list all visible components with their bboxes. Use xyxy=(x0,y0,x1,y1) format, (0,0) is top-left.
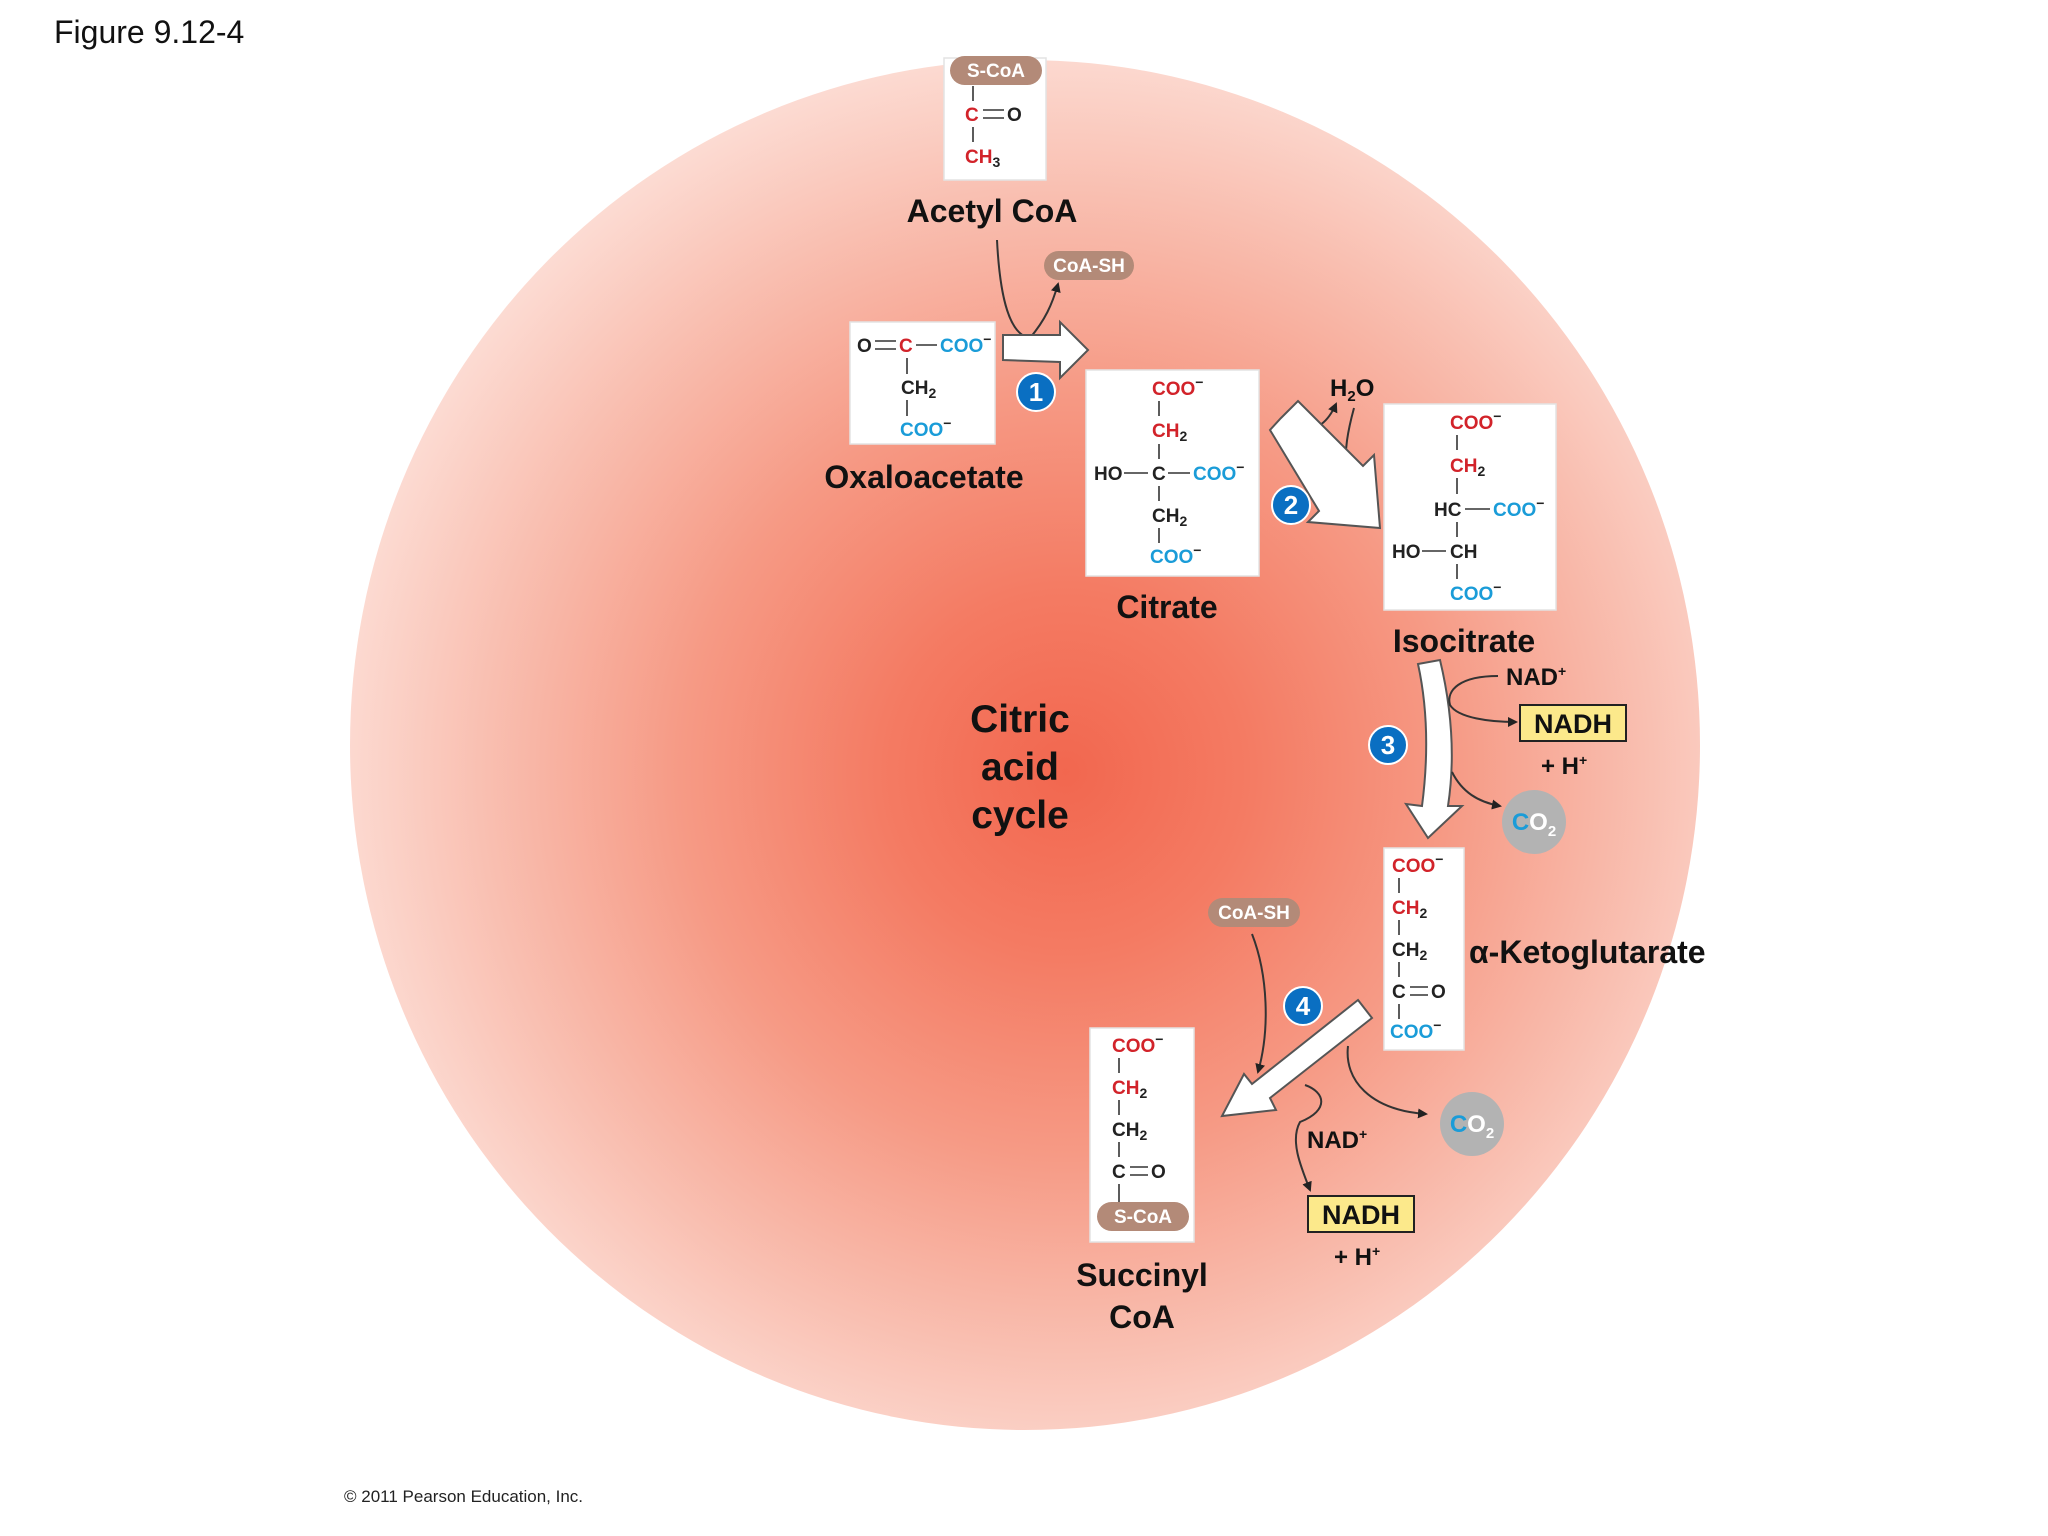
alpha-ketoglutarate-ch2-bottom: CH2 xyxy=(1392,940,1427,963)
oxaloacetate-name: Oxaloacetate xyxy=(824,459,1023,495)
succinyl-coa-s-coa-label: S-CoA xyxy=(1114,1207,1172,1228)
step-3-nad-label: NAD+ xyxy=(1506,663,1566,691)
succinyl-coa-name-line-2: CoA xyxy=(1109,1299,1175,1335)
step-1-reaction-arrow xyxy=(1002,319,1090,381)
succinyl-coa-s-coa-pill xyxy=(1097,1202,1189,1231)
step-4-nadh-label: NADH xyxy=(1322,1200,1400,1230)
step-4-co2-arrow xyxy=(1346,1045,1428,1119)
succinyl-coa-molecule: COO− CH2 CH2 C O S-CoA Succinyl CoA xyxy=(1076,1027,1208,1335)
oxaloacetate-ch2: CH2 xyxy=(901,378,936,401)
oxaloacetate-carbon: C xyxy=(899,336,913,357)
citrate-coo-bottom: COO− xyxy=(1150,542,1201,568)
step-3-co2-label: CO2 xyxy=(1512,809,1556,840)
isocitrate-coo-top: COO− xyxy=(1450,408,1501,434)
cycle-label-line-3: cycle xyxy=(971,794,1069,837)
oxaloacetate-coo-bottom: COO− xyxy=(900,415,951,441)
step-4-badge xyxy=(1283,986,1323,1026)
alpha-ketoglutarate-ch2-top: CH2 xyxy=(1392,898,1427,921)
step-4-co2-circle xyxy=(1440,1092,1504,1156)
step-3-badge xyxy=(1368,725,1408,765)
step-3-co2-circle xyxy=(1502,790,1566,854)
isocitrate-hc: HC xyxy=(1434,500,1462,521)
oxaloacetate-coo-top: COO− xyxy=(940,331,991,357)
alpha-ketoglutarate-structure-box xyxy=(1383,847,1465,1051)
alpha-ketoglutarate-molecule: COO− CH2 CH2 C O COO− α-Ketoglutarate xyxy=(1383,847,1706,1051)
step-4-reaction-arrow xyxy=(1220,998,1374,1118)
step-3-nadh-arrow xyxy=(1448,675,1518,727)
alpha-ketoglutarate-keto-carbon: C xyxy=(1392,982,1406,1003)
step-4-number: 4 xyxy=(1296,991,1311,1021)
citrate-coo-top: COO− xyxy=(1152,374,1203,400)
step-3-co2-arrow xyxy=(1451,771,1502,810)
succinyl-coa-ch2-bottom: CH2 xyxy=(1112,1120,1147,1143)
coa-sh-release-arrow xyxy=(1029,282,1061,339)
citrate-name: Citrate xyxy=(1116,589,1217,625)
cycle-glow-background xyxy=(350,60,1700,1430)
acetyl-coa-s-coa-label: S-CoA xyxy=(967,61,1025,82)
acetyl-coa-carbonyl-carbon: C xyxy=(965,105,979,126)
isocitrate-ch2: CH2 xyxy=(1450,456,1485,479)
acetyl-coa-methyl: CH3 xyxy=(965,147,1000,170)
coa-sh-pill-step-4 xyxy=(1208,898,1300,927)
oxaloacetate-molecule: O C COO− CH2 COO− Oxaloacetate xyxy=(824,321,1024,495)
acetyl-coa-entry-arrow xyxy=(996,239,1031,339)
acetyl-coa-molecule: S-CoA C O CH3 Acetyl CoA xyxy=(907,56,1078,229)
step-4-nad-label: NAD+ xyxy=(1307,1126,1367,1154)
acetyl-coa-name: Acetyl CoA xyxy=(907,193,1078,229)
step-2-reaction-arrow xyxy=(1268,399,1382,530)
citrate-central-carbon: C xyxy=(1152,464,1166,485)
figure-label: Figure 9.12-4 xyxy=(54,14,245,50)
coa-sh-pill-step-1 xyxy=(1044,251,1134,280)
copyright-notice: © 2011 Pearson Education, Inc. xyxy=(344,1487,584,1506)
acetyl-coa-oxygen: O xyxy=(1007,105,1022,126)
succinyl-coa-coo: COO− xyxy=(1112,1031,1163,1057)
alpha-ketoglutarate-oxygen: O xyxy=(1431,982,1446,1003)
step-3-h-plus: + H+ xyxy=(1541,752,1587,780)
step-2-badge xyxy=(1271,485,1311,525)
step-4-h-plus: + H+ xyxy=(1334,1243,1380,1271)
coa-sh-uptake-arrow xyxy=(1251,933,1267,1074)
succinyl-coa-ch2-top: CH2 xyxy=(1112,1078,1147,1101)
citrate-coo-side: COO− xyxy=(1193,459,1244,485)
coa-sh-label-step-1: CoA-SH xyxy=(1053,256,1125,277)
alpha-ketoglutarate-name: α-Ketoglutarate xyxy=(1469,934,1706,970)
oxaloacetate-structure-box xyxy=(849,321,996,445)
oxaloacetate-oxygen: O xyxy=(857,336,872,357)
alpha-ketoglutarate-coo-top: COO− xyxy=(1392,851,1443,877)
isocitrate-coo-bottom: COO− xyxy=(1450,579,1501,605)
succinyl-coa-name-line-1: Succinyl xyxy=(1076,1257,1208,1293)
citrate-hydroxyl: HO xyxy=(1094,464,1123,485)
succinyl-coa-oxygen: O xyxy=(1151,1162,1166,1183)
step-1-number: 1 xyxy=(1029,377,1043,407)
isocitrate-name: Isocitrate xyxy=(1393,623,1535,659)
step-2-number: 2 xyxy=(1284,490,1298,520)
cycle-label-line-2: acid xyxy=(981,746,1059,789)
coa-sh-label-step-4: CoA-SH xyxy=(1218,903,1290,924)
step-3-reaction-arrow xyxy=(1403,658,1465,840)
step-3-number: 3 xyxy=(1381,730,1395,760)
water-label: H2O xyxy=(1330,375,1374,405)
step-4-nadh-arrow xyxy=(1294,1084,1323,1192)
cycle-label-line-1: Citric xyxy=(970,698,1070,741)
succinyl-coa-carbonyl-carbon: C xyxy=(1112,1162,1126,1183)
cycle-label: Citric acid cycle xyxy=(970,698,1070,837)
alpha-ketoglutarate-coo-bottom: COO− xyxy=(1390,1017,1441,1043)
step-1-badge xyxy=(1016,372,1056,412)
isocitrate-molecule: COO− CH2 HC COO− HO CH COO− Isocitrate xyxy=(1383,403,1557,659)
acetyl-coa-s-coa-pill xyxy=(950,56,1042,85)
isocitrate-ch: CH xyxy=(1450,542,1477,563)
step-4-co2-label: CO2 xyxy=(1450,1111,1494,1142)
isocitrate-structure-box xyxy=(1383,403,1557,611)
citrate-ch2-bottom: CH2 xyxy=(1152,506,1187,529)
isocitrate-coo-side: COO− xyxy=(1493,495,1544,521)
citrate-molecule: COO− CH2 HO C COO− CH2 COO− Citrate xyxy=(1085,369,1260,625)
step-4-nadh-box xyxy=(1307,1195,1415,1233)
step-3-nadh-label: NADH xyxy=(1534,709,1612,739)
citrate-ch2-top: CH2 xyxy=(1152,421,1187,444)
isocitrate-hydroxyl: HO xyxy=(1392,542,1421,563)
step-3-nadh-box xyxy=(1519,704,1627,742)
